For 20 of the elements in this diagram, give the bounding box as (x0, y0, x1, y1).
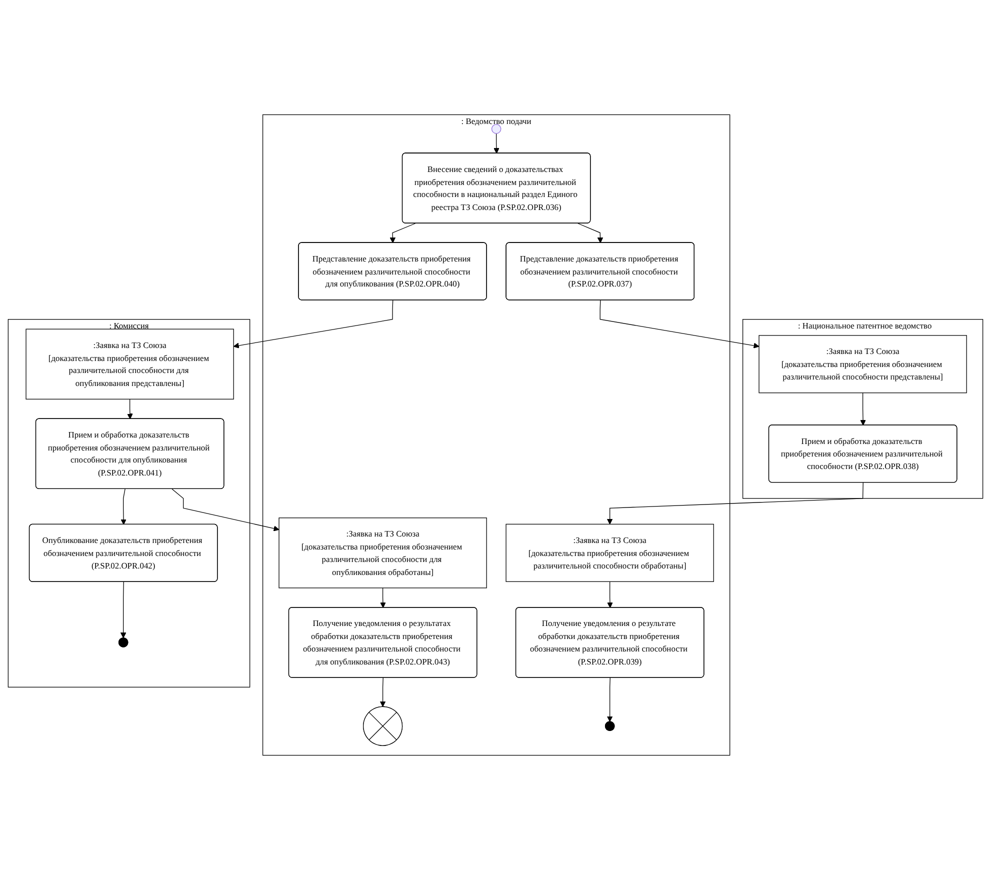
node-box: :Заявка на ТЗ Союза [доказательства приобретения обозначением различительной способности обработаны] (506, 524, 714, 582)
node-box: :Заявка на ТЗ Союза [доказательства приобретения обозначением различительной способности для опубликования обработаны] (278, 518, 487, 588)
arrow (120, 488, 126, 525)
arrow (380, 677, 386, 707)
arrow (606, 677, 613, 722)
arrow (380, 588, 386, 608)
arrow (494, 133, 500, 154)
arrow (233, 300, 394, 348)
arrow (578, 223, 604, 244)
node-box: :Заявка на ТЗ Союза [доказательства приобретения обозначением различительной способности представлены] (758, 335, 967, 394)
arrow (390, 223, 416, 244)
arrow (607, 581, 613, 608)
arrow (120, 582, 126, 638)
node-circle (491, 124, 502, 134)
arrow (606, 482, 864, 524)
arrow (600, 300, 760, 348)
node-box: :Заявка на ТЗ Союза [доказательства приобретения обозначением различительной способности для опубликования представлены] (26, 328, 234, 400)
arrow (172, 488, 280, 532)
arrow (127, 398, 133, 420)
arrow (860, 392, 866, 426)
